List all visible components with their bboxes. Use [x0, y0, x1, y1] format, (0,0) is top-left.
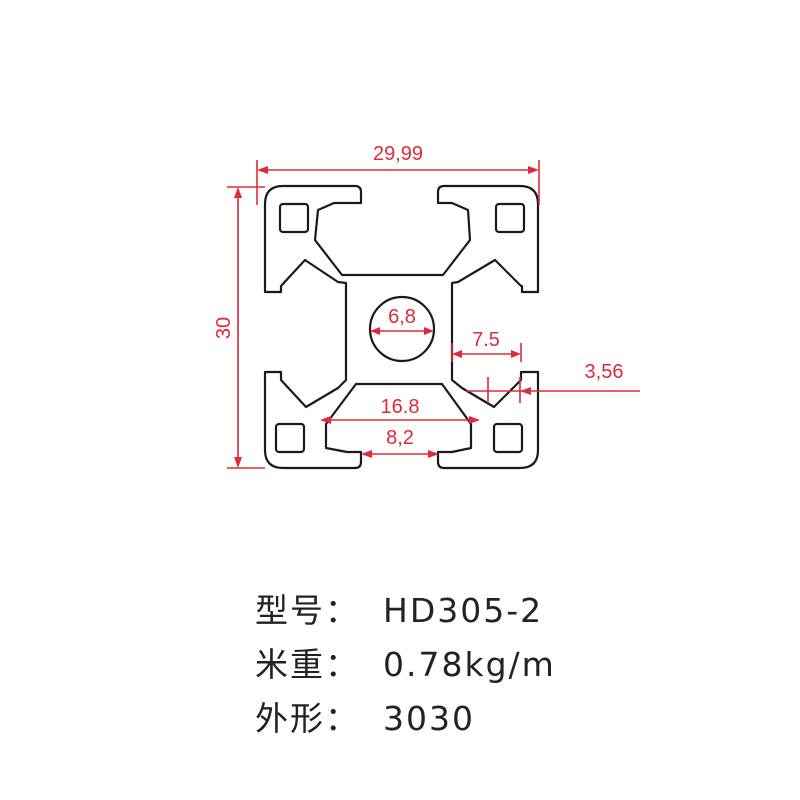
dim-wall-label: 3,56 — [585, 361, 624, 383]
spec-size-value: 3030 — [383, 699, 475, 738]
spec-weight-value: 0.78kg/m — [383, 645, 556, 684]
profile-outline — [263, 184, 540, 470]
dim-inner-width-label: 16.8 — [381, 396, 420, 418]
dimension-lines — [227, 160, 640, 469]
spec-model: 型号： HD305-2 — [255, 584, 543, 632]
dim-slot-opening-label: 8,2 — [386, 427, 414, 449]
spec-model-label: 型号： — [255, 591, 360, 630]
spec-model-value: HD305-2 — [383, 591, 544, 630]
dim-height-label: 30 — [213, 317, 235, 339]
profile-drawing: 29,99 30 6,8 7.5 3,56 16.8 8,2 — [213, 143, 640, 470]
spec-size-label: 外形： — [255, 699, 360, 738]
dim-width-label: 29,99 — [373, 143, 423, 165]
dim-slot-depth-label: 7.5 — [472, 329, 500, 351]
dim-center-hole-label: 6,8 — [388, 306, 416, 328]
spec-size: 外形： 3030 — [255, 692, 475, 740]
spec-weight-label: 米重： — [255, 645, 360, 684]
spec-weight: 米重： 0.78kg/m — [255, 638, 556, 686]
